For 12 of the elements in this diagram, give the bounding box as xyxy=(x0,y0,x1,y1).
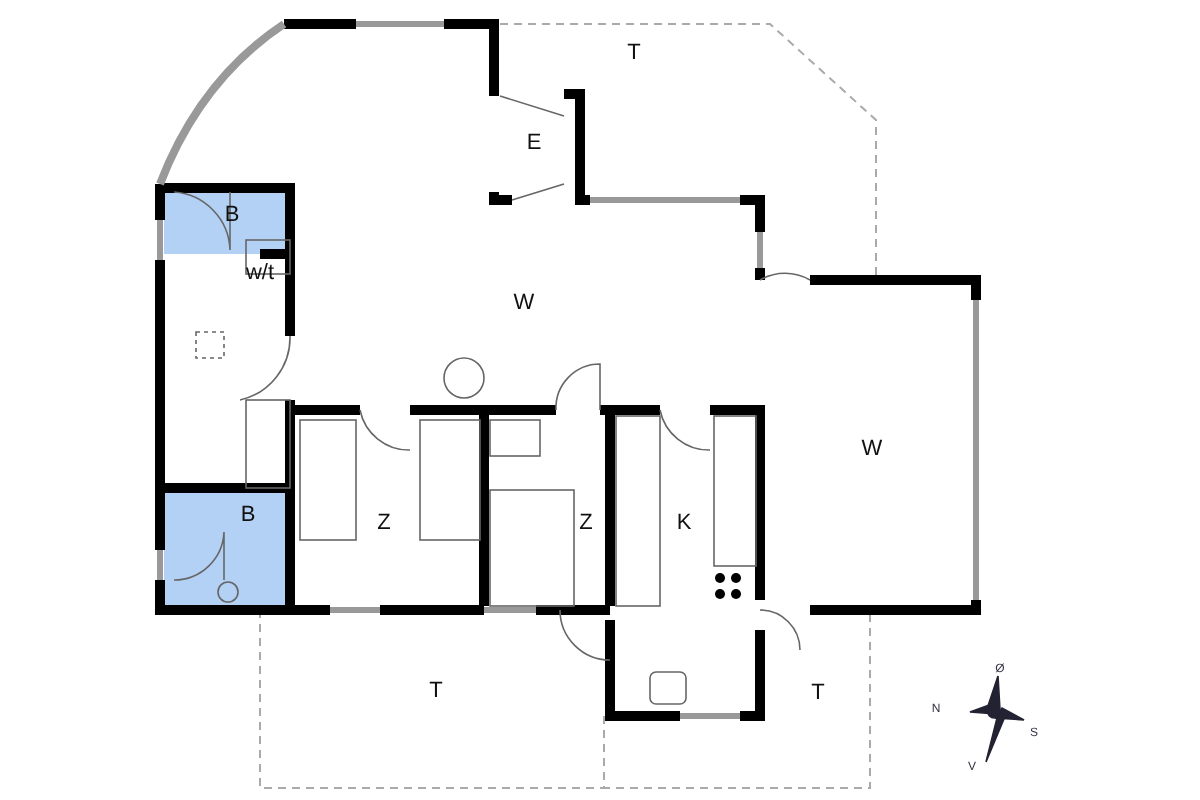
room-label: B xyxy=(224,205,240,227)
room-label: T xyxy=(627,43,641,65)
room-label: w/t xyxy=(245,263,275,285)
room-label: T xyxy=(429,681,443,703)
room-label: Z xyxy=(377,513,391,535)
room-label: W xyxy=(861,439,883,461)
room-label: W xyxy=(513,293,535,315)
room-label: B xyxy=(240,505,256,527)
room-label: T xyxy=(811,683,825,705)
room-label: E xyxy=(526,133,542,155)
room-label: Z xyxy=(579,513,593,535)
room-label: K xyxy=(676,513,692,535)
